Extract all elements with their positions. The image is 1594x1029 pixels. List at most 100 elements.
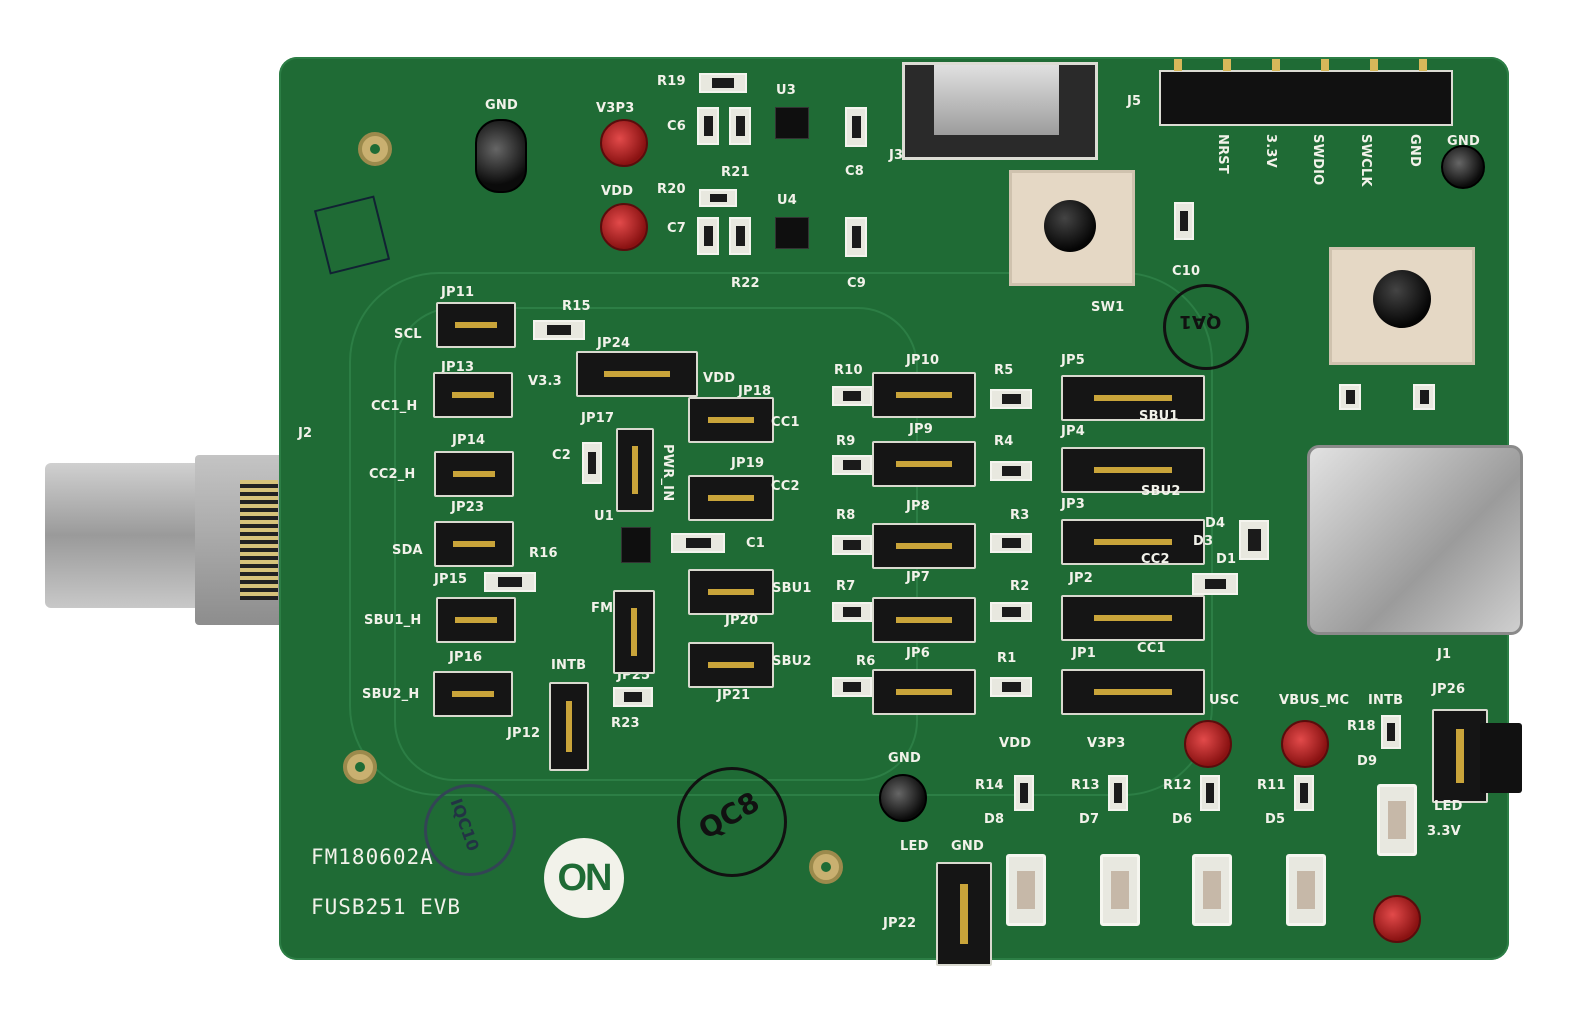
regulator-u3: [775, 107, 809, 139]
label-r13: R13: [1071, 778, 1100, 793]
label-j1: J1: [1437, 647, 1452, 662]
board-title: FUSB251 EVB: [311, 895, 462, 919]
jumper-jp19[interactable]: [688, 475, 774, 521]
resistor-r7: [832, 602, 872, 622]
gnd-test-point[interactable]: [475, 119, 527, 193]
vbus-mc-test-point[interactable]: [1281, 720, 1329, 768]
jumper-jp4[interactable]: [1061, 447, 1205, 493]
jumper-jp18[interactable]: [688, 397, 774, 443]
label-r6: R6: [856, 654, 876, 669]
jumper-jp7[interactable]: [872, 597, 976, 643]
jumper-jp10[interactable]: [872, 372, 976, 418]
label-jp3: JP3: [1061, 497, 1086, 512]
diode-array: [1239, 520, 1269, 560]
label-d8: D8: [984, 812, 1005, 827]
jumper-jp1[interactable]: [1061, 669, 1205, 715]
mounting-hole: [358, 132, 392, 166]
on-semi-logo: ON: [544, 838, 624, 918]
label-cc2-right: CC2: [1141, 552, 1170, 567]
jumper-jp16[interactable]: [433, 671, 513, 717]
resistor: [729, 107, 751, 145]
jumper-jp2[interactable]: [1061, 595, 1205, 641]
label-jp22: JP22: [883, 916, 917, 931]
resistor-r22: [729, 217, 751, 255]
label-j5: J5: [1127, 94, 1142, 109]
swd-header-j5[interactable]: [1159, 70, 1453, 126]
jumper-jp13[interactable]: [433, 372, 513, 418]
resistor-r15: [533, 320, 585, 340]
jumper-jp17[interactable]: [616, 428, 654, 512]
button-pad: [1413, 384, 1435, 410]
label-jp24: JP24: [597, 336, 631, 351]
jumper-jp20[interactable]: [688, 569, 774, 615]
button-pad: [1339, 384, 1361, 410]
label-jp14: JP14: [452, 433, 486, 448]
resistor-r8: [832, 535, 872, 555]
label-d6: D6: [1172, 812, 1193, 827]
label-gnd-header: GND: [1407, 134, 1422, 167]
label-sda: SDA: [392, 543, 423, 558]
label-d4: D4: [1205, 516, 1226, 531]
gnd-led-test-point[interactable]: [879, 774, 927, 822]
jumper-jp6[interactable]: [872, 669, 976, 715]
label-jp21: JP21: [717, 688, 751, 703]
label-d3: D3: [1193, 534, 1214, 549]
label-r16: R16: [529, 546, 558, 561]
v3p3-test-point[interactable]: [600, 119, 648, 167]
label-sbu2h: SBU2_H: [362, 687, 420, 702]
label-gnd-jp22: GND: [951, 839, 984, 854]
label-sbu1: SBU1: [772, 581, 812, 596]
jumper-jp11[interactable]: [436, 302, 516, 348]
label-j2: J2: [298, 426, 313, 441]
label-r1: R1: [997, 651, 1017, 666]
jumper-jp9[interactable]: [872, 441, 976, 487]
led-d6: [1192, 854, 1232, 926]
micro-usb-shell: [934, 65, 1059, 135]
resistor-r1: [990, 677, 1032, 697]
label-c1: C1: [746, 536, 765, 551]
board-model: FM180602A: [311, 845, 434, 869]
label-r14: R14: [975, 778, 1004, 793]
jumper-jp14[interactable]: [434, 451, 514, 497]
label-sbu1h: SBU1_H: [364, 613, 422, 628]
jumper-jp3[interactable]: [1061, 519, 1205, 565]
usc-test-point[interactable]: [1184, 720, 1232, 768]
jumper-jp26[interactable]: [1432, 709, 1488, 803]
label-sw1: SW1: [1091, 300, 1125, 315]
reset-button-cap[interactable]: [1044, 200, 1096, 252]
jumper-jp23[interactable]: [434, 521, 514, 567]
label-u1: U1: [594, 509, 615, 524]
label-usc: USC: [1209, 693, 1240, 708]
label-c6: C6: [667, 119, 686, 134]
mounting-hole: [809, 850, 843, 884]
label-jp11: JP11: [441, 285, 475, 300]
bottom-red-test-point[interactable]: [1373, 895, 1421, 943]
label-qa1: QA1: [1179, 311, 1222, 332]
jumper-jp24[interactable]: [576, 351, 698, 397]
jumper-jp8[interactable]: [872, 523, 976, 569]
jumper-jp15[interactable]: [436, 597, 516, 643]
jumper-jp5[interactable]: [1061, 375, 1205, 421]
user-button-cap[interactable]: [1373, 270, 1431, 328]
gnd-test-point-right[interactable]: [1441, 145, 1485, 189]
usb-c-plug-left: [45, 463, 205, 608]
qa-stamp-qa1: [1163, 284, 1249, 370]
label-jp5: JP5: [1061, 353, 1086, 368]
label-r15: R15: [562, 299, 591, 314]
label-d1: D1: [1216, 552, 1237, 567]
capacitor-c1: [671, 533, 725, 553]
resistor-r20: [699, 189, 737, 207]
pcb-board: GND V3P3 VDD R19 U3 C6 C8 R20 R21 U4 C7 …: [279, 57, 1523, 966]
label-c8: C8: [845, 164, 864, 179]
label-v3p3: V3P3: [596, 101, 635, 116]
resistor-r13: [1108, 775, 1128, 811]
jumper-fm[interactable]: [613, 590, 655, 674]
jumper-jp12[interactable]: [549, 682, 589, 771]
label-r4: R4: [994, 434, 1014, 449]
jumper-jp22[interactable]: [936, 862, 992, 966]
vdd-test-point[interactable]: [600, 203, 648, 251]
header-pins: [1174, 59, 1432, 71]
jumper-jp21[interactable]: [688, 642, 774, 688]
jp26-header-cap[interactable]: [1480, 723, 1522, 793]
handwritten-initials: [313, 195, 391, 275]
